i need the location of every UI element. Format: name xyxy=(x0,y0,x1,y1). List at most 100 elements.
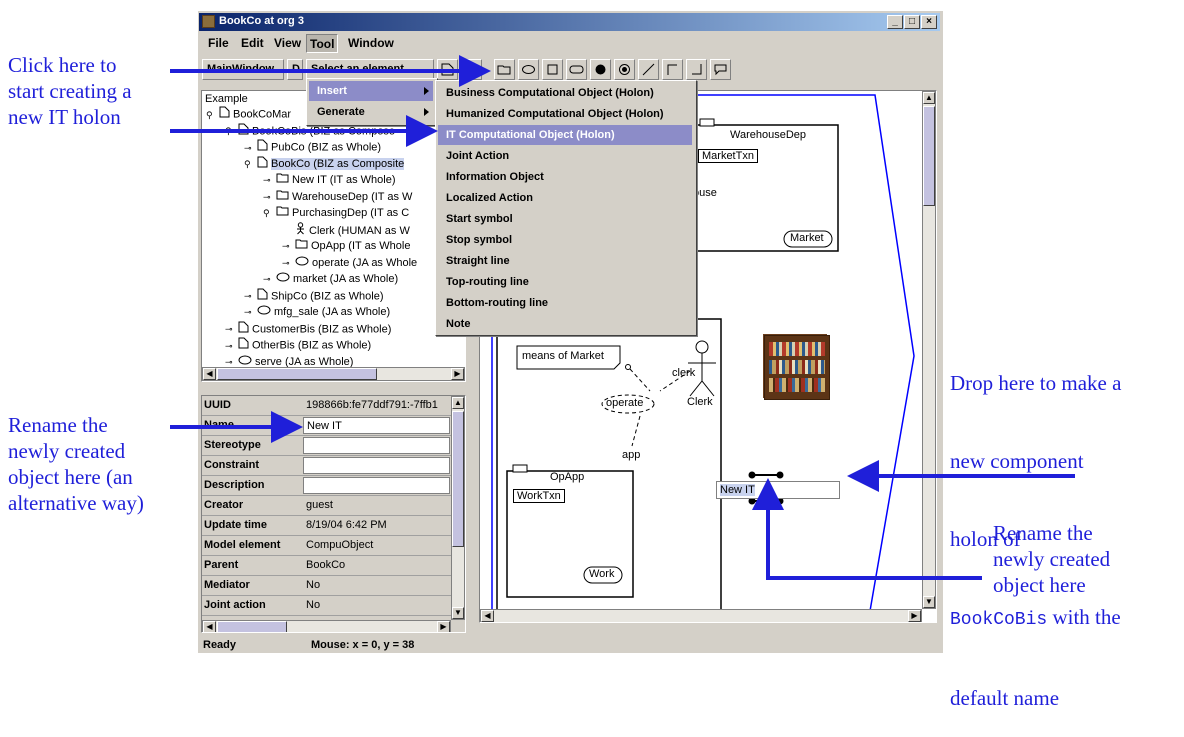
scroll-thumb[interactable] xyxy=(452,411,464,547)
insert-menu-item[interactable]: Stop symbol xyxy=(446,234,513,246)
insert-menu-item[interactable]: Start symbol xyxy=(446,213,513,225)
tool-square-button[interactable] xyxy=(542,59,563,80)
property-value[interactable] xyxy=(303,477,450,494)
collapsed-handle-icon[interactable]: ⊸ xyxy=(225,356,233,367)
tree-horizontal-scrollbar[interactable]: ◀ ▶ xyxy=(202,367,465,381)
expanded-handle-icon[interactable]: ⚲ xyxy=(206,109,213,120)
minimize-button[interactable]: _ xyxy=(887,15,903,29)
tree-node[interactable]: ⚲PurchasingDep (IT as C xyxy=(263,205,409,221)
collapsed-handle-icon[interactable]: ⊸ xyxy=(225,340,233,351)
tree-node[interactable]: ⊸New IT (IT as Whole) xyxy=(263,172,396,188)
scroll-left-button[interactable]: ◀ xyxy=(203,621,216,632)
tree-node[interactable]: ⊸ShipCo (BIZ as Whole) xyxy=(244,288,383,304)
scroll-down-button[interactable]: ▼ xyxy=(923,596,935,608)
tool-folder-button[interactable] xyxy=(494,59,515,80)
tree-node[interactable]: ⊸OtherBis (BIZ as Whole) xyxy=(225,337,371,353)
menu-window[interactable]: Window xyxy=(348,36,394,50)
tool-menu-generate[interactable]: Generate xyxy=(309,102,433,122)
properties-horizontal-scrollbar[interactable]: ◀ ▶ xyxy=(202,620,451,632)
tree-node[interactable]: ⊸serve (JA as Whole) xyxy=(225,354,353,370)
expanded-handle-icon[interactable]: ⚲ xyxy=(263,208,270,219)
collapsed-handle-icon[interactable]: ⊸ xyxy=(263,175,271,186)
insert-menu-item[interactable]: Business Computational Object (Holon) xyxy=(446,87,654,99)
tree-node[interactable]: ⊸ operate (JA as Whole xyxy=(282,255,417,271)
tool-note-button[interactable] xyxy=(710,59,731,80)
scroll-thumb[interactable] xyxy=(217,621,287,632)
tree-node[interactable]: ⊸PubCo (BIZ as Whole) xyxy=(244,139,381,155)
insert-menu-item[interactable]: Note xyxy=(446,318,471,330)
tree-node-label: operate (JA as Whole xyxy=(312,256,418,269)
tree-node[interactable]: ⊸market (JA as Whole) xyxy=(263,271,398,287)
tree-node[interactable]: ⚲ BookCo (BIZ as Composite xyxy=(244,156,405,172)
new-object-name-editor[interactable]: New IT xyxy=(716,481,840,499)
d-button[interactable]: D xyxy=(287,59,303,80)
collapsed-handle-icon[interactable]: ⊸ xyxy=(282,241,290,252)
folder-icon xyxy=(276,189,289,205)
scroll-left-button[interactable]: ◀ xyxy=(203,368,216,380)
scroll-thumb[interactable] xyxy=(923,106,935,206)
insert-menu-item[interactable]: Localized Action xyxy=(446,192,533,204)
canvas-horizontal-scrollbar[interactable]: ◀ ▶ xyxy=(480,609,922,622)
property-value[interactable] xyxy=(303,457,450,474)
tool-line-button[interactable] xyxy=(638,59,659,80)
scroll-thumb[interactable] xyxy=(217,368,377,380)
tool-bottom-routing-button[interactable] xyxy=(686,59,707,80)
property-value[interactable] xyxy=(303,437,450,454)
scroll-right-button[interactable]: ▶ xyxy=(451,368,464,380)
collapsed-handle-icon[interactable]: ⊸ xyxy=(244,291,252,301)
expanded-handle-icon[interactable]: ⚲ xyxy=(225,126,232,136)
property-value[interactable]: New IT xyxy=(303,417,450,434)
collapsed-handle-icon[interactable]: ⊸ xyxy=(263,191,271,202)
select-element-button[interactable]: Select an element xyxy=(306,59,434,80)
insert-menu-item[interactable]: Bottom-routing line xyxy=(446,297,549,309)
collapsed-handle-icon[interactable]: ⊸ xyxy=(244,142,252,153)
scroll-right-button[interactable]: ▶ xyxy=(908,610,921,622)
tree-node[interactable]: Clerk (HUMAN as W xyxy=(282,221,410,238)
collapsed-handle-icon[interactable]: ⊸ xyxy=(282,257,290,268)
menu-edit[interactable]: Edit xyxy=(241,36,264,50)
model-tree-panel[interactable]: Example ⚲BookCoMar⚲BookCoBis (BIZ as Com… xyxy=(201,90,466,382)
tree-root: Example xyxy=(205,93,248,105)
tool-doc-button[interactable] xyxy=(437,59,458,80)
insert-menu-item[interactable]: Straight line xyxy=(446,255,510,267)
tree-node[interactable]: ⊸mfg_sale (JA as Whole) xyxy=(244,304,390,320)
insert-menu-item[interactable]: Top-routing line xyxy=(446,276,529,288)
menu-tool[interactable]: Tool xyxy=(306,34,339,53)
tool-ellipse-button[interactable] xyxy=(518,59,539,80)
tree-node-label: BookCo (BIZ as Composite xyxy=(271,157,405,170)
tool-arrow-button[interactable] xyxy=(461,59,482,80)
maximize-button[interactable]: □ xyxy=(904,15,920,29)
tree-node[interactable]: ⊸CustomerBis (BIZ as Whole) xyxy=(225,321,391,337)
title-bar[interactable]: BookCo at org 3 _ □ × xyxy=(199,13,940,31)
tool-rounded-rect-button[interactable] xyxy=(566,59,587,80)
menu-file[interactable]: File xyxy=(208,36,229,50)
property-value: 198866b:fe77ddf791:-7ffb1 xyxy=(306,399,438,411)
tree-node[interactable]: ⚲BookCoMar xyxy=(206,106,291,122)
tool-stop-button[interactable] xyxy=(590,59,611,80)
scroll-left-button[interactable]: ◀ xyxy=(481,610,494,622)
collapsed-handle-icon[interactable]: ⊸ xyxy=(225,324,233,334)
tree-node[interactable]: ⊸WarehouseDep (IT as W xyxy=(263,189,412,205)
scroll-right-button[interactable]: ▶ xyxy=(437,621,450,632)
insert-menu-item[interactable]: IT Computational Object (Holon) xyxy=(438,125,692,145)
canvas-vertical-scrollbar[interactable]: ▲ ▼ xyxy=(922,91,936,609)
bookshelf-icon xyxy=(764,335,830,400)
collapsed-handle-icon[interactable]: ⊸ xyxy=(263,274,271,285)
collapsed-handle-icon[interactable]: ⊸ xyxy=(244,307,252,318)
insert-menu-item[interactable]: Information Object xyxy=(446,171,544,183)
close-button[interactable]: × xyxy=(921,15,937,29)
insert-menu-item[interactable]: Joint Action xyxy=(446,150,510,162)
scroll-down-button[interactable]: ▼ xyxy=(452,607,464,619)
insert-menu-item[interactable]: Humanized Computational Object (Holon) xyxy=(446,108,664,120)
properties-vertical-scrollbar[interactable]: ▲ ▼ xyxy=(451,396,465,620)
menu-view[interactable]: View xyxy=(274,36,302,50)
expanded-handle-icon[interactable]: ⚲ xyxy=(244,159,251,169)
tool-top-routing-button[interactable] xyxy=(662,59,683,80)
tree-node[interactable]: ⊸OpApp (IT as Whole xyxy=(282,238,410,254)
tool-start-button[interactable] xyxy=(614,59,635,80)
tool-menu-insert[interactable]: Insert xyxy=(309,81,433,101)
main-window-button[interactable]: MainWindow xyxy=(202,59,284,80)
scroll-up-button[interactable]: ▲ xyxy=(452,397,464,409)
scroll-up-button[interactable]: ▲ xyxy=(923,92,935,104)
diagram-canvas[interactable]: WarehouseDep MarketTxn ouse Market means… xyxy=(479,90,937,623)
